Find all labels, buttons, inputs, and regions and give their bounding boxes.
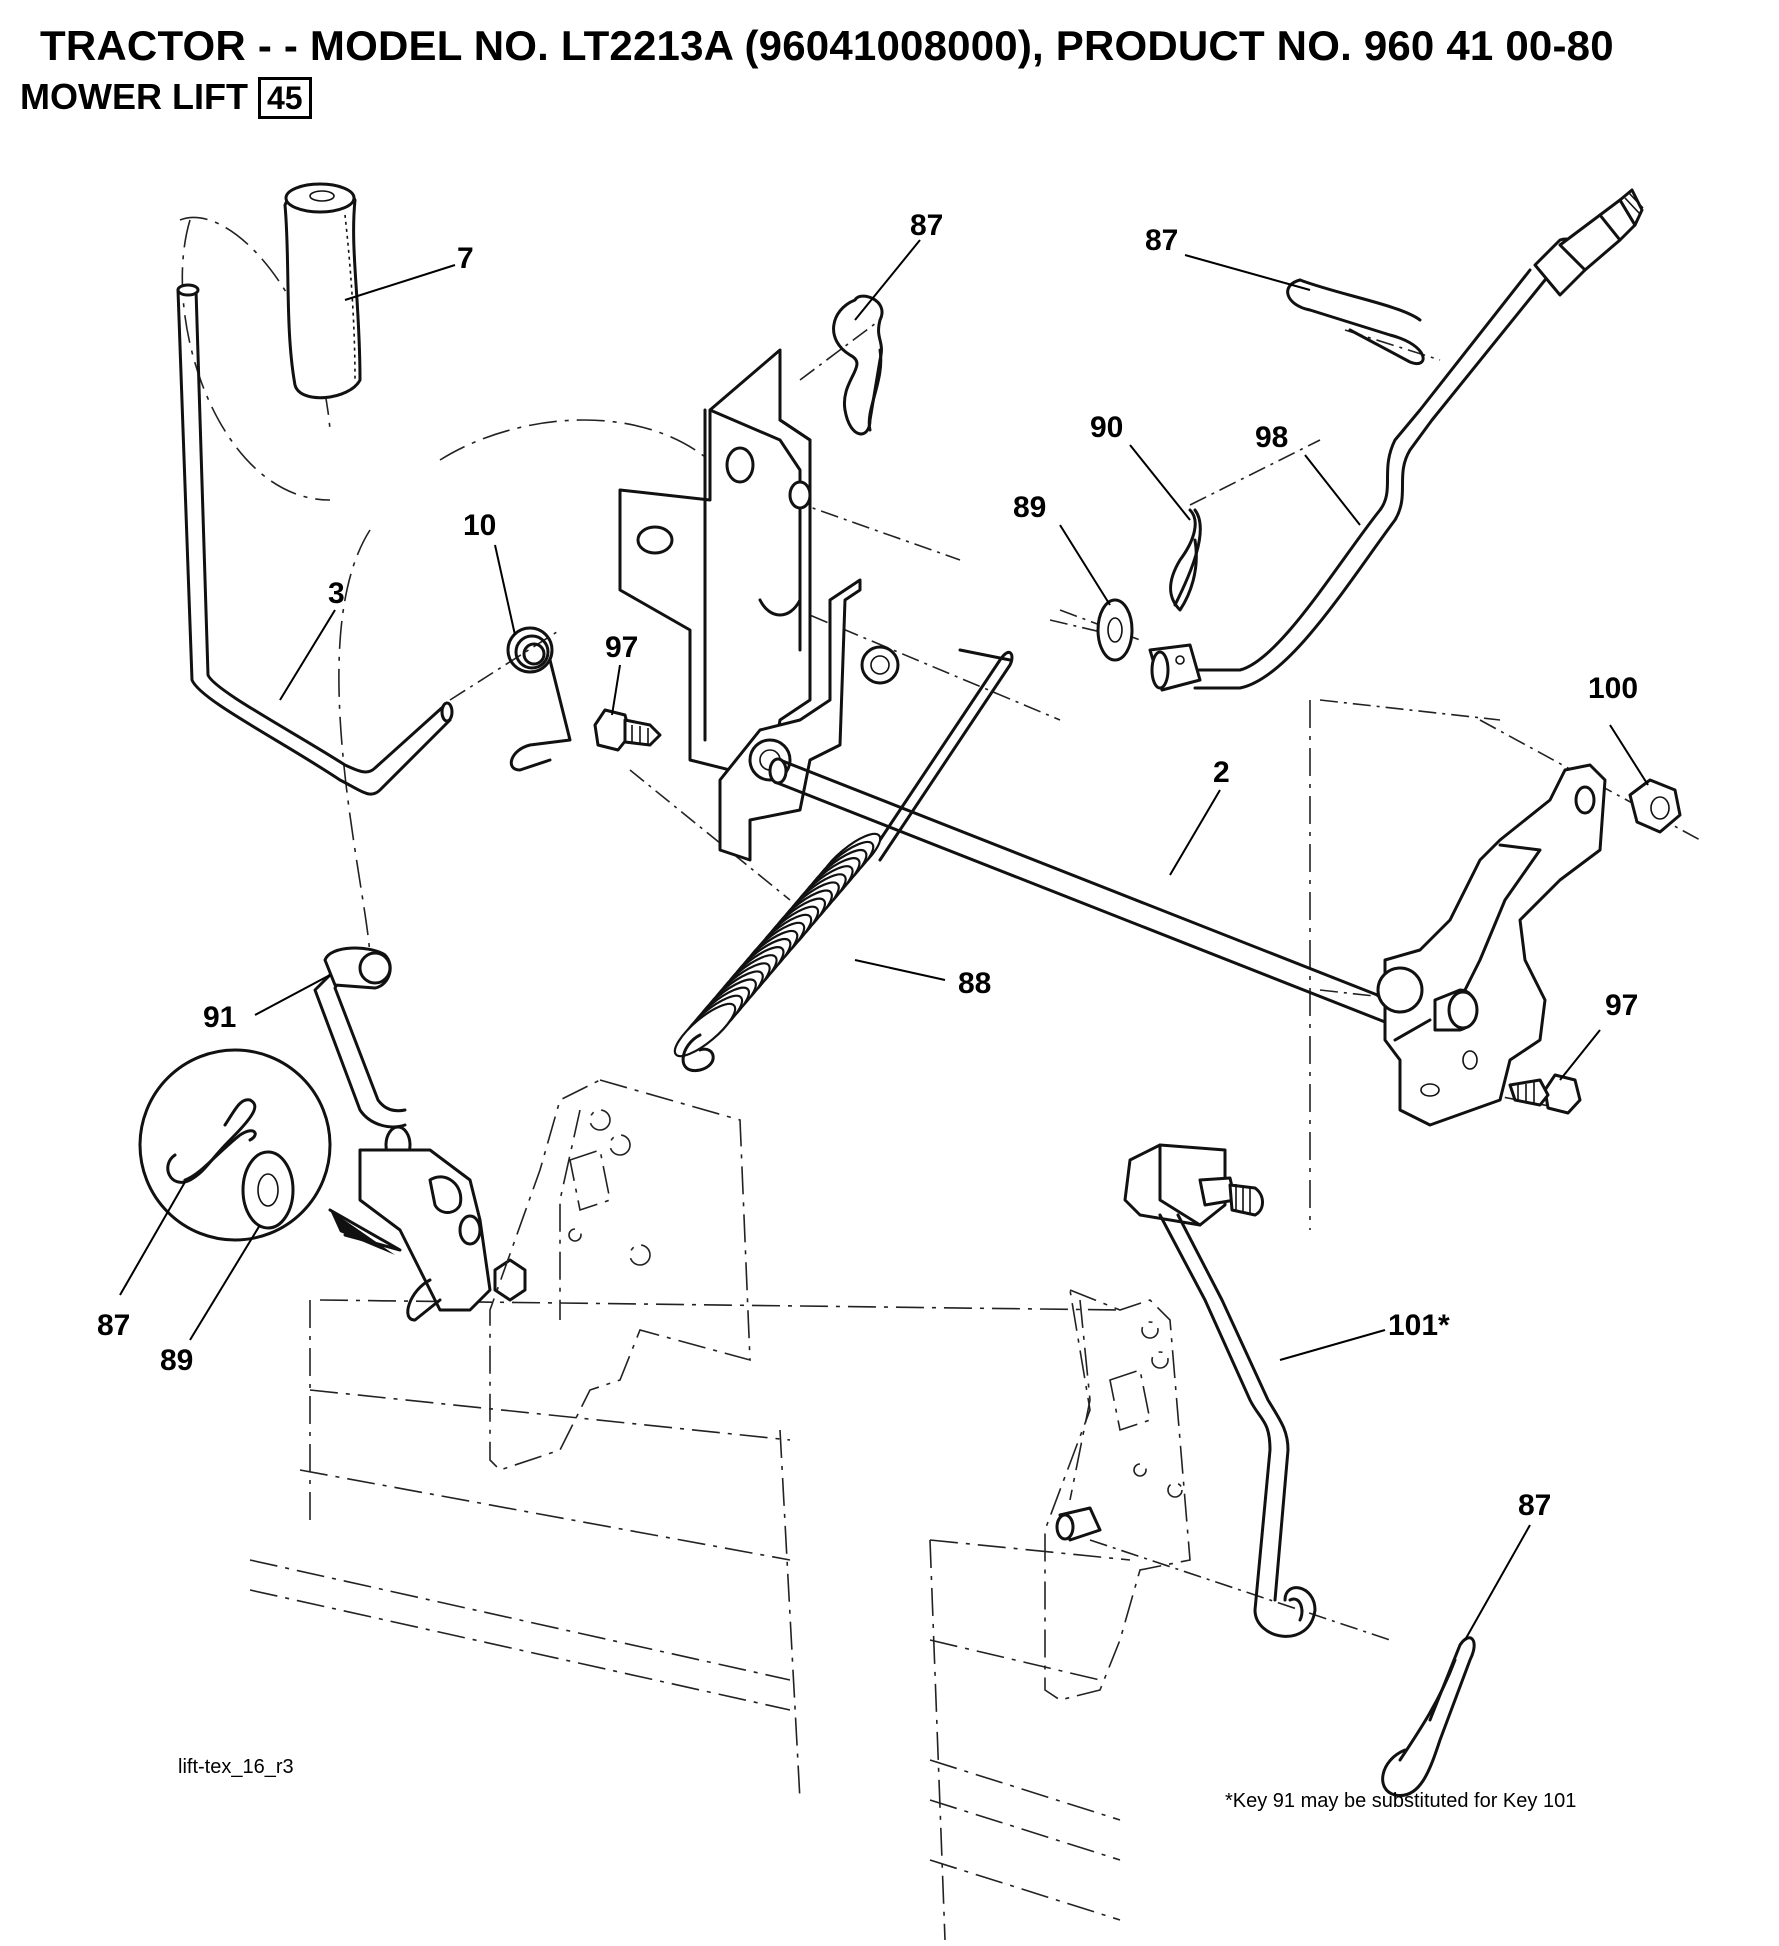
callout-101: 101* [1388,1309,1450,1342]
lift-link-rod-part-98 [1148,188,1644,692]
callout-98: 98 [1255,421,1288,454]
hairpin-cotter-part-87-bottom [1381,1636,1476,1797]
callout-100: 100 [1588,672,1638,705]
callout-labels: 7 87 87 90 98 89 10 3 97 100 2 88 91 97 … [97,209,1638,1522]
main-lift-bracket [618,348,812,782]
page-title: TRACTOR - - MODEL NO. LT2213A (960410080… [40,22,1614,69]
callout-87-right: 87 [1145,224,1178,257]
callout-87-bottom: 87 [1518,1489,1551,1522]
substitution-note: *Key 91 may be substituted for Key 101 [1225,1790,1576,1812]
page-number-box: 45 [257,77,312,119]
callout-10: 10 [463,509,496,542]
hairpin-cotter-part-87-top [832,294,884,436]
hairpin-cotter-part-87-right [1286,278,1425,365]
section-name: MOWER LIFT [20,76,248,117]
callout-90: 90 [1090,411,1123,444]
lift-shaft-part-2 [768,757,1392,1024]
spring-hook-wire [868,648,1014,862]
callout-88: 88 [958,967,991,1000]
callout-2: 2 [1213,756,1230,789]
right-deck-bracket-phantom [1044,1288,1191,1701]
detail-magnifier-inset [138,1048,402,1255]
lift-link-part-91 [313,946,527,1322]
callout-7: 7 [457,242,474,275]
callout-3: 3 [328,577,345,610]
handle-grip-part-7 [283,182,362,400]
extension-spring-part-88 [673,832,882,1072]
mower-deck-outline [249,1299,1131,1941]
assembly-centerlines [179,216,1701,1641]
right-lift-arm [1376,763,1607,1127]
callout-91: 91 [203,1001,236,1034]
lift-link-part-101 [1123,1143,1317,1638]
callout-leader-lines [119,239,1649,1641]
bolt-part-97-right [1508,1073,1582,1115]
left-deck-bracket-phantom [489,1079,751,1471]
drawing-id: lift-tex_16_r3 [178,1756,294,1778]
callout-87-inset: 87 [97,1309,130,1342]
washer-part-89 [1096,598,1134,662]
torsion-spring-part-10 [506,626,572,772]
hairpin-clip-part-90 [1169,508,1202,612]
hex-nut-part-100 [1628,778,1682,834]
pivot-sub-bracket [718,578,900,862]
bolt-part-97-left [593,708,662,752]
callout-97-left: 97 [605,631,638,664]
spring-coil [673,1002,737,1058]
callout-97-right: 97 [1605,989,1638,1022]
lift-handle-rod-part-3 [176,283,454,796]
callout-87-top: 87 [910,209,943,242]
callout-89-upper: 89 [1013,491,1046,524]
callout-89-inset: 89 [160,1344,193,1377]
spring-end-hook [681,1033,715,1072]
